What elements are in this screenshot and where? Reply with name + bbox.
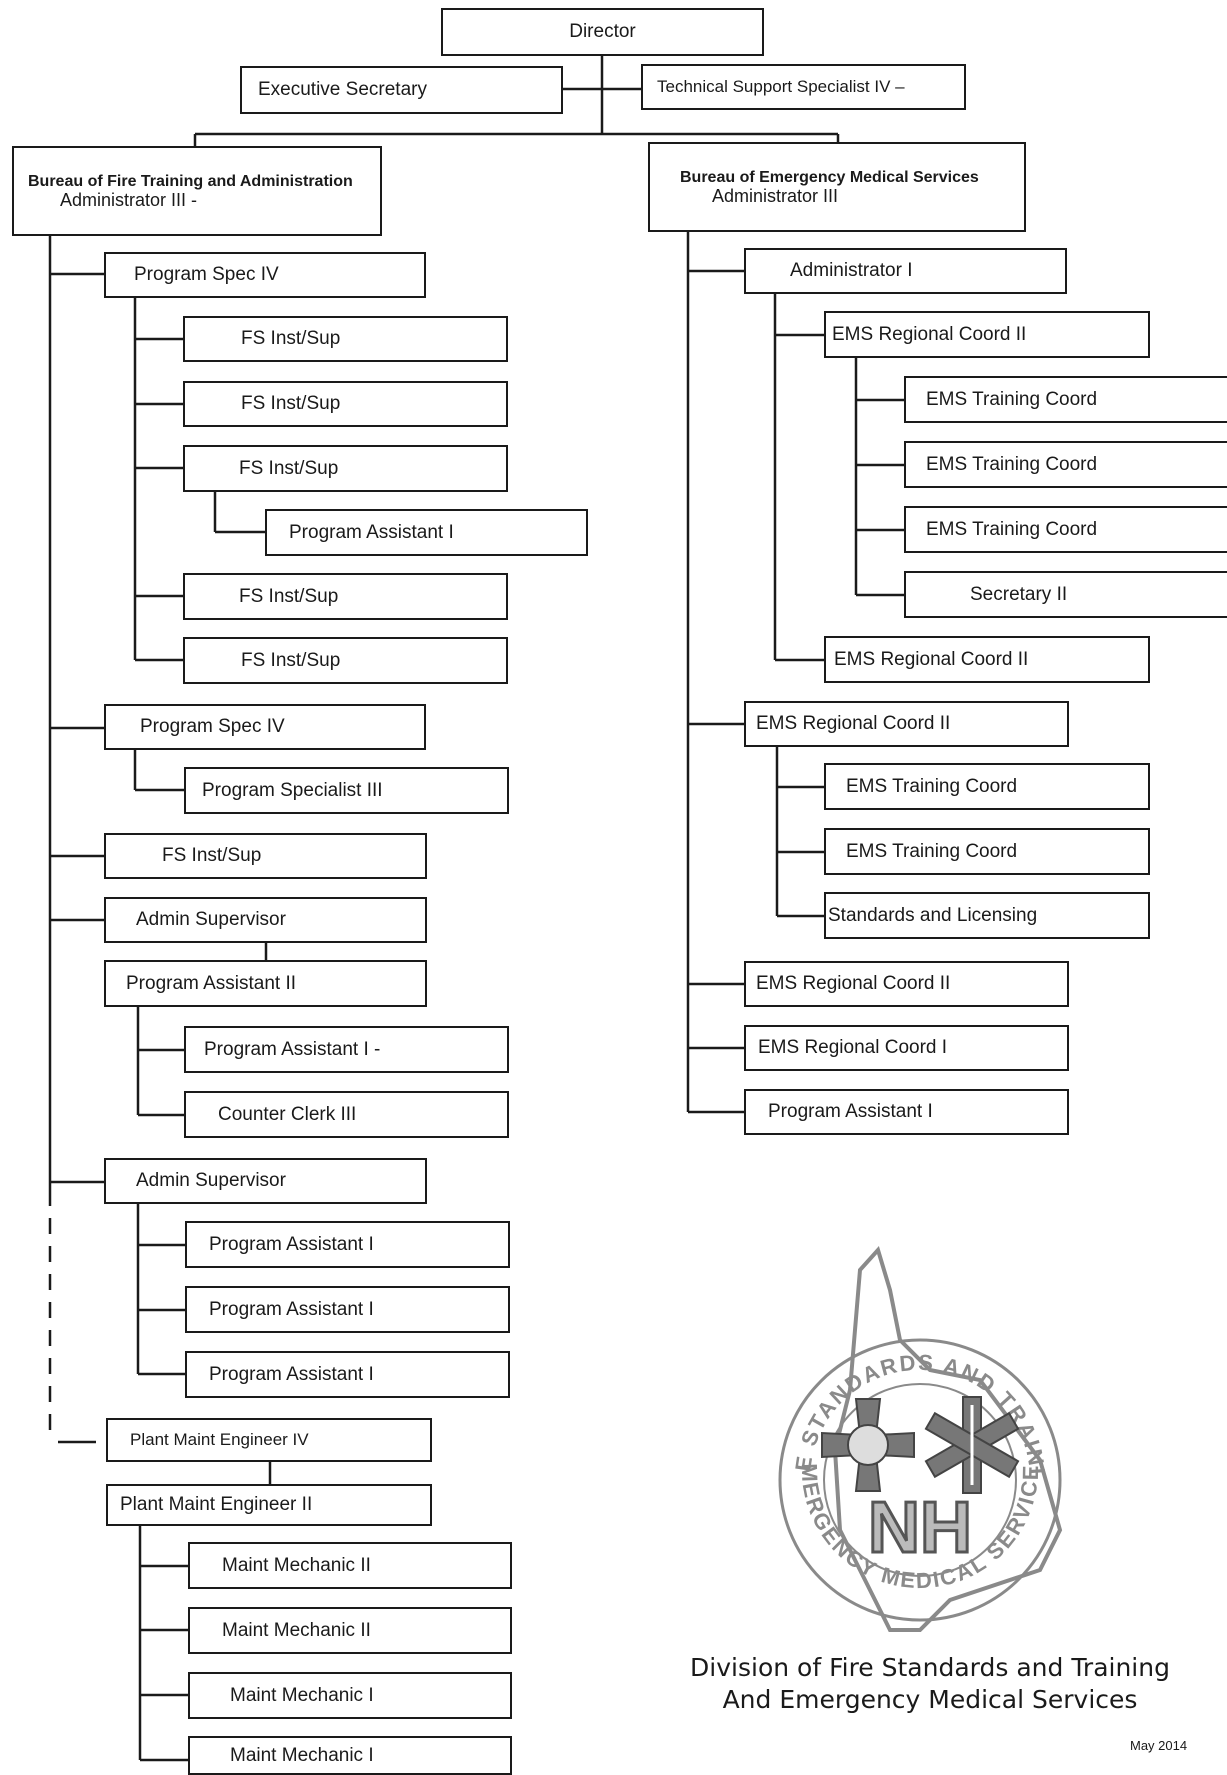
ems-training-coord-3: EMS Training Coord bbox=[904, 506, 1227, 553]
ems-training-coord-4: EMS Training Coord bbox=[824, 763, 1150, 810]
maltese-cross-icon bbox=[821, 1398, 915, 1492]
box-label: FS Inst/Sup bbox=[239, 457, 339, 479]
box-label: EMS Regional Coord I bbox=[758, 1037, 948, 1058]
fire-maint-mechanic-ii-2: Maint Mechanic II bbox=[188, 1607, 512, 1654]
box-label: Standards and Licensing bbox=[828, 904, 1038, 926]
fire-maint-mechanic-i-1: Maint Mechanic I bbox=[188, 1672, 512, 1719]
box-label: EMS Training Coord bbox=[926, 388, 1098, 410]
fire-fs-inst-sup-4: FS Inst/Sup bbox=[183, 573, 508, 620]
box-label: EMS Regional Coord II bbox=[834, 648, 1029, 670]
box-label: Admin Supervisor bbox=[136, 1170, 286, 1191]
fire-fs-inst-sup-6: FS Inst/Sup bbox=[104, 833, 427, 879]
box-label: FS Inst/Sup bbox=[241, 328, 341, 349]
box-label: Program Specialist III bbox=[202, 779, 383, 801]
box-label: Administrator I bbox=[790, 260, 913, 281]
fire-plant-maint-engineer-ii: Plant Maint Engineer II bbox=[106, 1484, 432, 1526]
logo-nh-letters: NH bbox=[868, 1488, 972, 1568]
box-label: Program Assistant I bbox=[289, 521, 454, 543]
box-label: Program Assistant II bbox=[126, 972, 297, 994]
fire-bureau-admin: Administrator III - bbox=[60, 190, 198, 210]
ems-training-coord-2: EMS Training Coord bbox=[904, 441, 1227, 488]
fire-program-specialist-iii: Program Specialist III bbox=[184, 767, 509, 814]
box-label: Program Assistant I bbox=[209, 1233, 374, 1255]
box-label: EMS Regional Coord II bbox=[756, 973, 951, 994]
nh-state-outline bbox=[832, 1246, 1063, 1632]
fire-admin-supervisor-1: Admin Supervisor bbox=[104, 897, 427, 943]
box-label: Program Assistant I bbox=[209, 1363, 374, 1385]
box-label: Program Assistant I bbox=[768, 1101, 933, 1122]
fire-program-assistant-i-fs: Program Assistant I bbox=[265, 509, 588, 556]
box-label: Maint Mechanic I bbox=[230, 1744, 374, 1766]
nh-fire-ems-logo: FIRE STANDARDS AND TRAINING EMERGENCY ME… bbox=[740, 1230, 1063, 1632]
fire-fs-inst-sup-1: FS Inst/Sup bbox=[183, 316, 508, 362]
fire-fs-inst-sup-3: FS Inst/Sup bbox=[183, 445, 508, 492]
box-label: Admin Supervisor bbox=[136, 909, 286, 930]
ems-regional-coord-ii-4: EMS Regional Coord II bbox=[744, 961, 1069, 1007]
box-label: FS Inst/Sup bbox=[239, 585, 339, 607]
tech-support-label: Technical Support Specialist IV – bbox=[657, 77, 905, 96]
box-label: Maint Mechanic II bbox=[222, 1619, 371, 1641]
executive-secretary-label: Executive Secretary bbox=[258, 79, 427, 100]
box-label: FS Inst/Sup bbox=[241, 649, 341, 671]
box-label: Program Spec IV bbox=[140, 716, 285, 737]
box-label: Secretary II bbox=[970, 583, 1068, 605]
box-label: FS Inst/Sup bbox=[241, 393, 341, 414]
box-label: FS Inst/Sup bbox=[162, 845, 262, 866]
fire-program-assistant-i-d: Program Assistant I bbox=[185, 1351, 510, 1398]
director-label: Director bbox=[569, 21, 636, 42]
box-label: Plant Maint Engineer IV bbox=[130, 1430, 309, 1449]
ems-regional-coord-ii-1: EMS Regional Coord II bbox=[824, 311, 1150, 358]
fire-bureau-box: Bureau of Fire Training and Administrati… bbox=[12, 146, 382, 236]
star-of-life-icon bbox=[924, 1396, 1020, 1494]
division-caption-line2: And Emergency Medical Services bbox=[722, 1685, 1138, 1714]
date-label: May 2014 bbox=[1130, 1738, 1188, 1753]
ems-administrator-i: Administrator I bbox=[744, 248, 1067, 294]
fire-program-assistant-ii: Program Assistant II bbox=[104, 960, 427, 1007]
ems-training-coord-5: EMS Training Coord bbox=[824, 828, 1150, 875]
fire-program-assistant-i-c: Program Assistant I bbox=[185, 1286, 510, 1333]
director-box: Director bbox=[441, 8, 764, 56]
box-label: Program Spec IV bbox=[134, 264, 279, 285]
ems-secretary-ii: Secretary II bbox=[904, 571, 1227, 618]
box-label: EMS Training Coord bbox=[846, 840, 1018, 862]
box-label: EMS Regional Coord II bbox=[832, 323, 1027, 345]
fire-maint-mechanic-ii-1: Maint Mechanic II bbox=[188, 1542, 512, 1589]
ems-regional-coord-ii-2: EMS Regional Coord II bbox=[824, 636, 1150, 683]
fire-program-assistant-i-a: Program Assistant I - bbox=[184, 1026, 509, 1073]
fire-fs-inst-sup-2: FS Inst/Sup bbox=[183, 381, 508, 427]
box-label: EMS Training Coord bbox=[926, 453, 1098, 475]
box-label: EMS Regional Coord II bbox=[756, 713, 951, 734]
ems-standards-and-licensing: Standards and Licensing bbox=[824, 892, 1150, 939]
fire-maint-mechanic-i-2: Maint Mechanic I bbox=[188, 1736, 512, 1775]
box-label: Program Assistant I - bbox=[204, 1038, 381, 1060]
fire-program-spec-iv-2: Program Spec IV bbox=[104, 704, 426, 750]
fire-plant-maint-engineer-iv: Plant Maint Engineer IV bbox=[106, 1418, 432, 1462]
executive-secretary-box: Executive Secretary bbox=[240, 66, 563, 114]
ems-regional-coord-i: EMS Regional Coord I bbox=[744, 1025, 1069, 1071]
box-label: EMS Training Coord bbox=[926, 518, 1098, 540]
fire-admin-supervisor-2: Admin Supervisor bbox=[104, 1158, 427, 1204]
ems-bureau-box: Bureau of Emergency Medical Services Adm… bbox=[648, 142, 1026, 232]
ems-bureau-title: Bureau of Emergency Medical Services bbox=[680, 169, 979, 186]
fire-fs-inst-sup-5: FS Inst/Sup bbox=[183, 637, 508, 684]
fire-bureau-title: Bureau of Fire Training and Administrati… bbox=[28, 173, 353, 190]
box-label: Maint Mechanic I bbox=[230, 1684, 374, 1706]
ems-bureau-admin: Administrator III bbox=[712, 186, 839, 206]
box-label: Program Assistant I bbox=[209, 1298, 374, 1320]
ems-training-coord-1: EMS Training Coord bbox=[904, 376, 1227, 423]
tech-support-box: Technical Support Specialist IV – bbox=[641, 64, 966, 110]
box-label: Maint Mechanic II bbox=[222, 1554, 371, 1576]
ems-program-assistant-i: Program Assistant I bbox=[744, 1089, 1069, 1135]
fire-program-spec-iv-1: Program Spec IV bbox=[104, 252, 426, 298]
box-label: Counter Clerk III bbox=[218, 1103, 357, 1125]
fire-program-assistant-i-b: Program Assistant I bbox=[185, 1221, 510, 1268]
box-label: EMS Training Coord bbox=[846, 775, 1018, 797]
ems-regional-coord-ii-3: EMS Regional Coord II bbox=[744, 701, 1069, 747]
box-label: Plant Maint Engineer II bbox=[120, 1494, 313, 1515]
division-caption-line1: Division of Fire Standards and Training bbox=[690, 1653, 1170, 1682]
fire-counter-clerk-iii: Counter Clerk III bbox=[184, 1091, 509, 1138]
